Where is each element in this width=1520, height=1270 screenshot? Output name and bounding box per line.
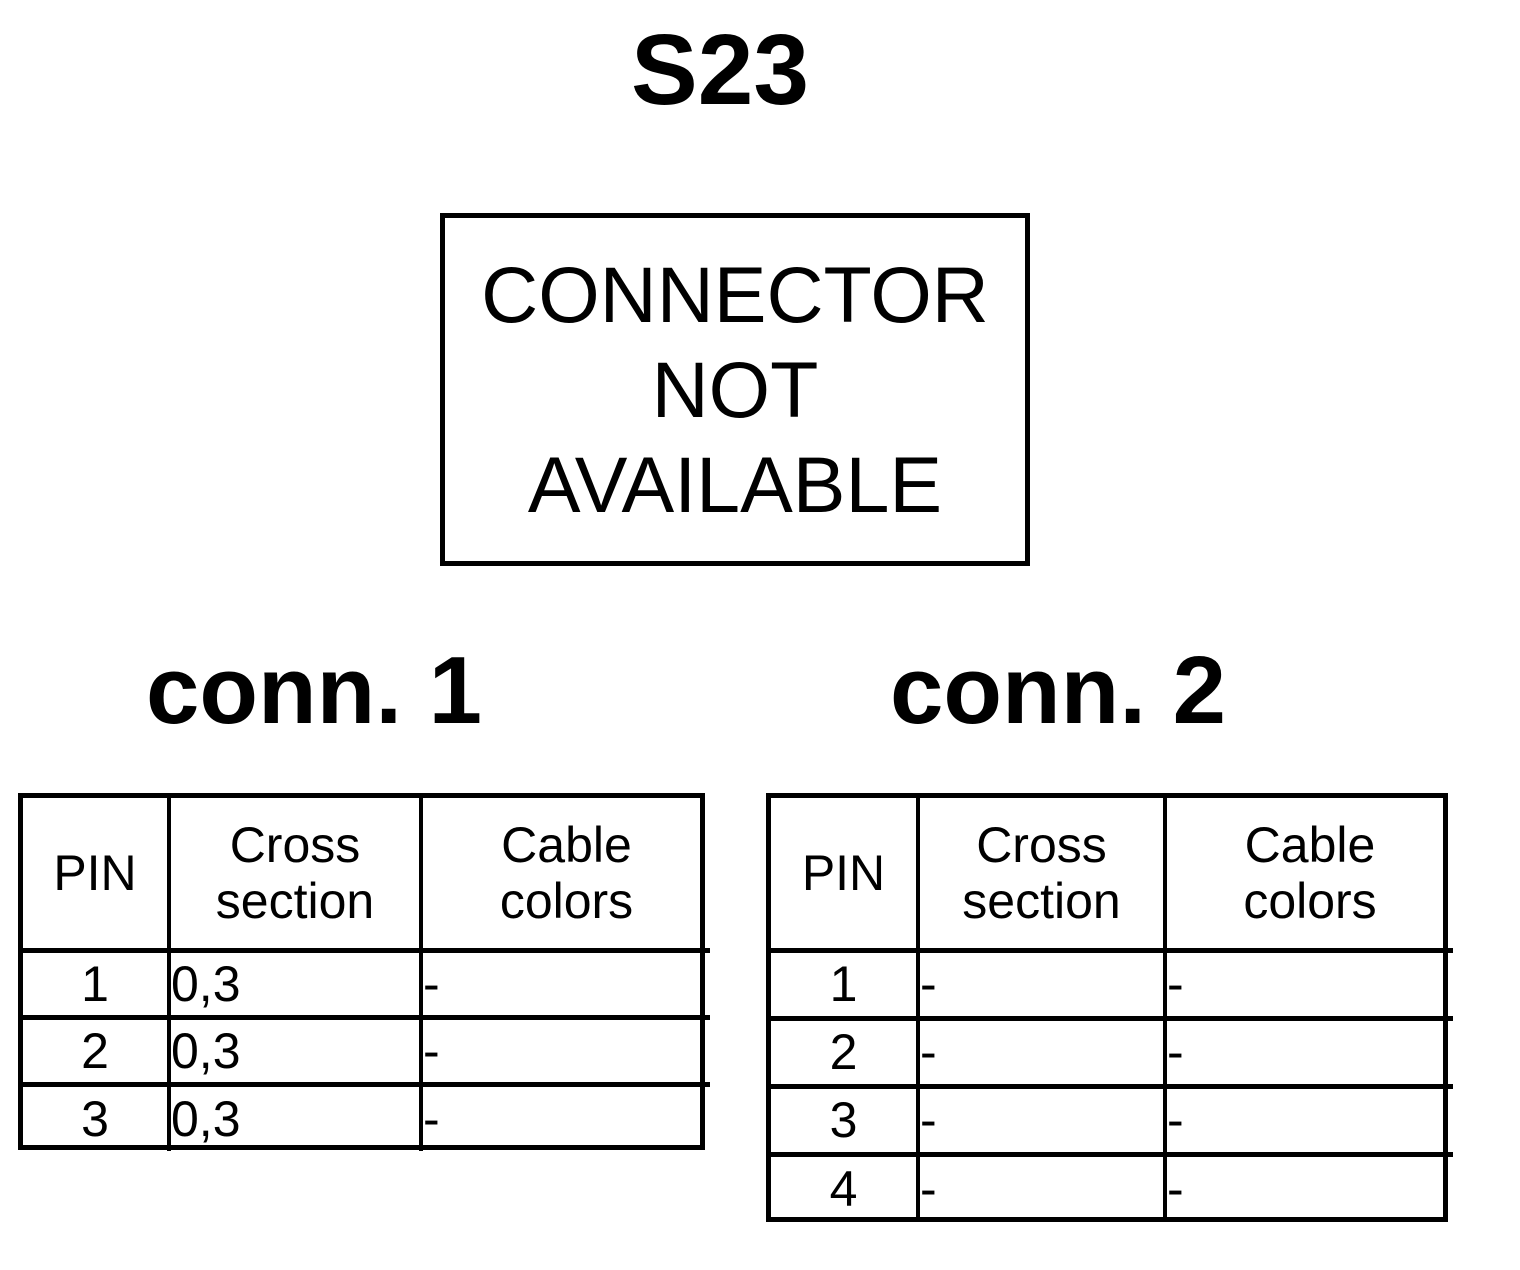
table-row: 2 - - bbox=[771, 1015, 1453, 1086]
connector-not-available-box: CONNECTOR NOT AVAILABLE bbox=[440, 213, 1030, 566]
cell-pin: 2 bbox=[23, 1014, 171, 1084]
column-header-cross-section: Cross section bbox=[169, 798, 423, 950]
cell-pin: 3 bbox=[23, 1081, 171, 1151]
cell-cable-colors: - bbox=[1165, 1151, 1453, 1222]
column-header-pin-line1: PIN bbox=[801, 844, 886, 901]
page-title: S23 bbox=[631, 14, 809, 126]
connector-box-line-2: NOT bbox=[651, 345, 819, 434]
column-header-cable-colors: Cable colors bbox=[421, 798, 710, 950]
table-header-row: PIN Cross section Cable colors bbox=[771, 798, 1453, 950]
cell-cable-colors: - bbox=[421, 947, 710, 1017]
cell-cross-section: 0,3 bbox=[169, 1081, 423, 1151]
column-header-pin: PIN bbox=[23, 798, 171, 950]
column-header-cross-section-line2: section bbox=[962, 872, 1121, 929]
cell-pin: 2 bbox=[771, 1015, 920, 1086]
column-header-cable-colors-line1: Cable bbox=[501, 816, 632, 873]
conn-1-pin-table: PIN Cross section Cable colors 1 0,3 - 2 bbox=[18, 793, 710, 1151]
cell-pin: 3 bbox=[771, 1083, 920, 1154]
cell-cross-section: - bbox=[918, 1015, 1167, 1086]
cell-pin: 1 bbox=[771, 947, 920, 1018]
column-header-cross-section-line1: Cross bbox=[229, 816, 361, 873]
cell-cross-section: - bbox=[918, 947, 1167, 1018]
cell-cross-section: - bbox=[918, 1151, 1167, 1222]
column-header-cable-colors-line2: colors bbox=[499, 872, 634, 929]
cell-cross-section: 0,3 bbox=[169, 1014, 423, 1084]
cell-cable-colors: - bbox=[421, 1014, 710, 1084]
cell-cable-colors: - bbox=[1165, 1083, 1453, 1154]
table-row: 1 - - bbox=[771, 947, 1453, 1018]
column-header-cable-colors-line2: colors bbox=[1243, 872, 1377, 929]
conn-2-pin-table: PIN Cross section Cable colors 1 - - 2 bbox=[766, 793, 1453, 1222]
cell-cable-colors: - bbox=[421, 1081, 710, 1151]
connector-box-line-1: CONNECTOR bbox=[481, 250, 989, 339]
cell-cable-colors: - bbox=[1165, 947, 1453, 1018]
cell-pin: 4 bbox=[771, 1151, 920, 1222]
column-header-cross-section-line1: Cross bbox=[976, 816, 1107, 873]
cell-cable-colors: - bbox=[1165, 1015, 1453, 1086]
table-row: 1 0,3 - bbox=[23, 947, 710, 1017]
conn-1-heading: conn. 1 bbox=[146, 637, 483, 744]
column-header-cable-colors-line1: Cable bbox=[1244, 816, 1376, 873]
column-header-cross-section: Cross section bbox=[918, 798, 1167, 950]
table-row: 2 0,3 - bbox=[23, 1014, 710, 1084]
table-row: 3 - - bbox=[771, 1083, 1453, 1154]
column-header-cross-section-line2: section bbox=[215, 872, 375, 929]
table-header-row: PIN Cross section Cable colors bbox=[23, 798, 710, 950]
cell-pin: 1 bbox=[23, 947, 171, 1017]
column-header-pin-line1: PIN bbox=[53, 844, 137, 901]
column-header-cable-colors: Cable colors bbox=[1165, 798, 1453, 950]
cell-cross-section: 0,3 bbox=[169, 947, 423, 1017]
table-row: 4 - - bbox=[771, 1151, 1453, 1222]
cell-cross-section: - bbox=[918, 1083, 1167, 1154]
column-header-pin: PIN bbox=[771, 798, 920, 950]
conn-2-heading: conn. 2 bbox=[890, 637, 1227, 744]
table-row: 3 0,3 - bbox=[23, 1081, 710, 1151]
connector-box-line-3: AVAILABLE bbox=[527, 440, 943, 529]
